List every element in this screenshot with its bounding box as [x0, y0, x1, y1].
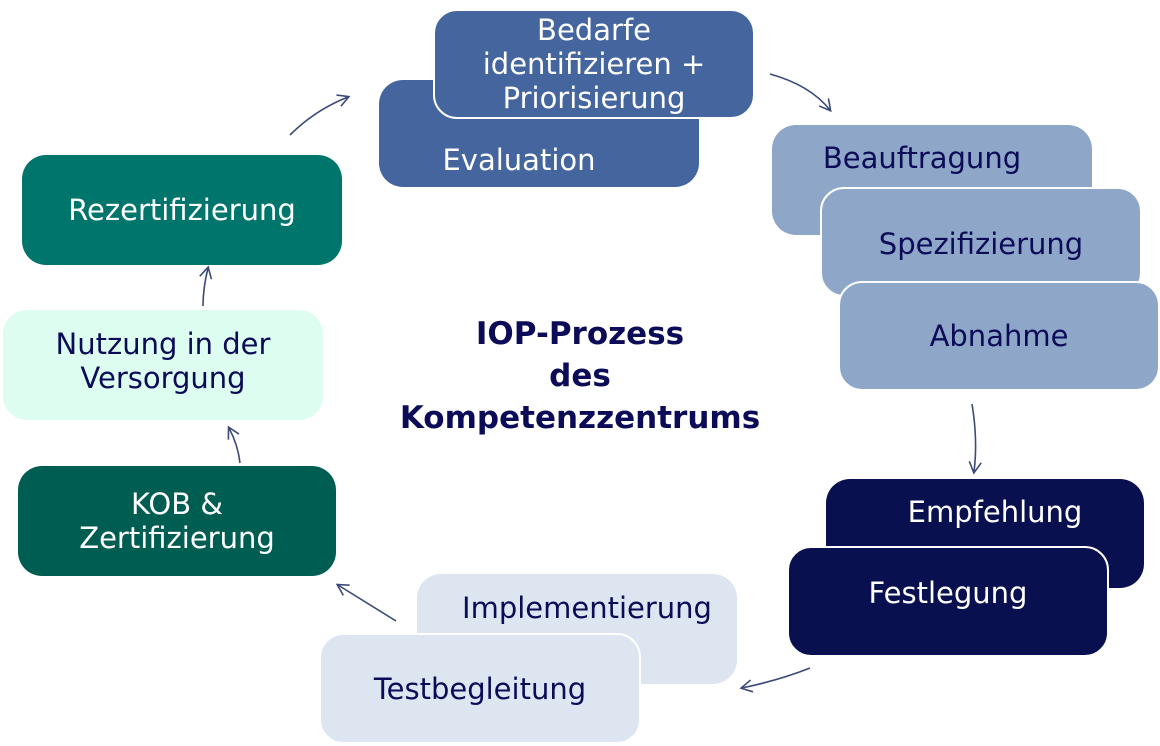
arrow-kob-to-nutzung	[227, 425, 241, 464]
step-testbegleitung: Testbegleitung	[319, 633, 641, 744]
arrow-rezert-to-bedarfe	[289, 94, 351, 136]
step-festlegung: Festlegung	[787, 546, 1109, 657]
arrow-festlegung-to-testbegleitung	[739, 667, 811, 693]
step-abnahme-label: Abnahme	[929, 319, 1069, 353]
step-bedarfe: Bedarfe identifizieren + Priorisierung	[433, 9, 755, 119]
diagram-title: IOP-Prozess des Kompetenzzentrums	[399, 316, 761, 436]
step-spezifizierung-label: Spezifizierung	[878, 227, 1084, 261]
step-kob-zertifizierung-label: KOB & Zertifizierung	[79, 487, 275, 555]
arrow-abnahme-to-empfehlung	[968, 403, 982, 475]
step-nutzung: Nutzung in der Versorgung	[3, 310, 323, 420]
arrow-implementierung-to-kob	[335, 583, 397, 622]
arrow-nutzung-to-rezert	[199, 265, 213, 307]
step-testbegleitung-label: Testbegleitung	[373, 671, 587, 706]
step-beauftragung-label: Beauftragung	[822, 141, 1022, 175]
step-nutzung-label: Nutzung in der Versorgung	[55, 327, 271, 395]
step-abnahme: Abnahme	[838, 281, 1160, 391]
step-implementierung-label: Implementierung	[462, 591, 712, 625]
step-festlegung-label: Festlegung	[868, 575, 1028, 610]
step-rezertifizierung: Rezertifizierung	[22, 155, 342, 265]
arrow-bedarfe-to-beauftragung	[769, 73, 832, 113]
step-empfehlung-label: Empfehlung	[907, 495, 1083, 529]
step-rezertifizierung-label: Rezertifizierung	[68, 193, 296, 227]
step-bedarfe-label: Bedarfe identifizieren + Priorisierung	[482, 13, 706, 115]
step-evaluation-label: Evaluation	[442, 143, 596, 177]
step-kob-zertifizierung: KOB & Zertifizierung	[18, 466, 336, 576]
